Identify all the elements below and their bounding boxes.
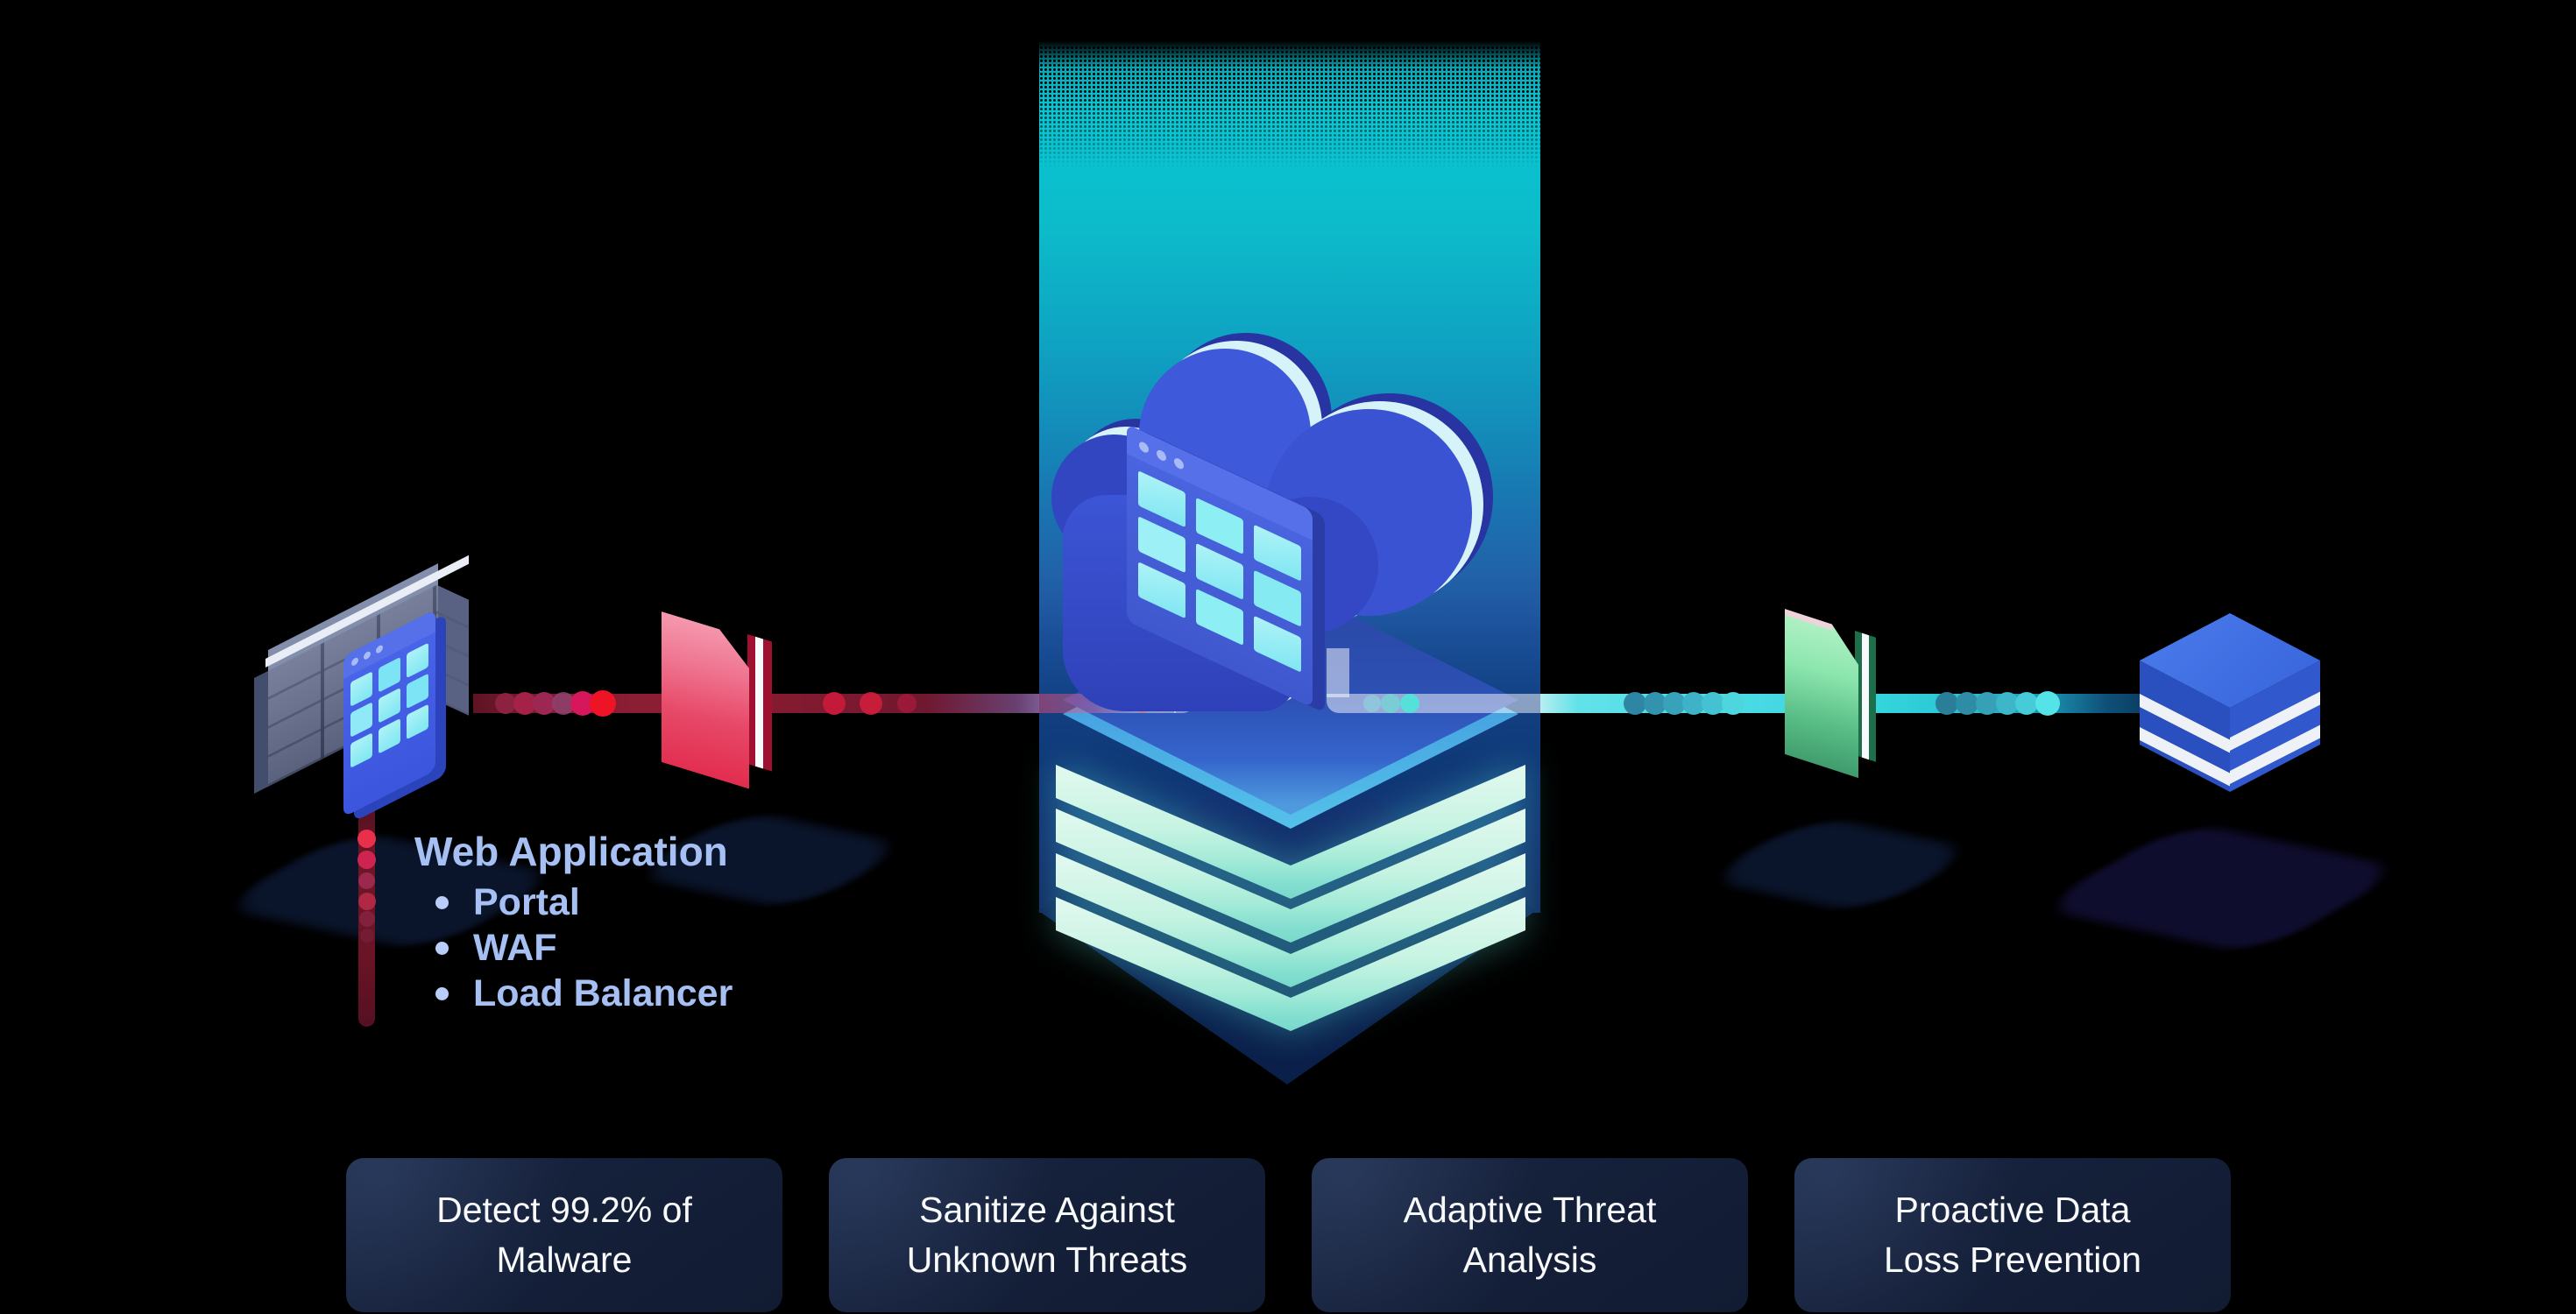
card-detect-malware: Detect 99.2% of Malware (346, 1158, 782, 1312)
card-adaptive-analysis: Adaptive Threat Analysis (1312, 1158, 1748, 1312)
window-dot-icon (351, 656, 358, 668)
layer-stack-icon (1056, 753, 1525, 1069)
clean-dot (1996, 692, 2019, 715)
storage-shadow (2035, 821, 2408, 956)
annotation-title: Web Application (414, 829, 728, 874)
card-line: Proactive Data (1894, 1190, 2131, 1230)
clean-dot (1702, 692, 1724, 715)
card-line: Detect 99.2% of (436, 1190, 692, 1230)
card-data-loss-prevention: Proactive Data Loss Prevention (1794, 1158, 2231, 1312)
annotation-item: Portal (414, 881, 732, 923)
threat-dot (358, 872, 375, 889)
file-stripe (1862, 632, 1869, 760)
file-top-edge (1785, 609, 1832, 630)
feature-cards: Detect 99.2% of Malware Sanitize Against… (346, 1158, 2231, 1312)
clean-dot (2035, 691, 2060, 716)
threat-dot (495, 693, 516, 714)
firewall-side (254, 670, 269, 794)
card-line: Loss Prevention (1883, 1240, 2141, 1280)
threat-dot (533, 692, 556, 715)
clean-path-outbound (1327, 694, 1540, 713)
card-sanitize-threats: Sanitize Against Unknown Threats (829, 1158, 1265, 1312)
bullet-icon (435, 941, 449, 955)
clean-dot (2015, 692, 2038, 715)
file-stripe (755, 636, 763, 769)
annotation-item: WAF (414, 927, 732, 969)
threat-dot (357, 851, 376, 869)
clean-dot (1644, 692, 1667, 715)
card-line: Malware (496, 1240, 633, 1280)
card-line: Unknown Threats (906, 1240, 1188, 1280)
clean-dot (1682, 692, 1705, 715)
annotation-item: Load Balancer (414, 972, 732, 1014)
card-line: Adaptive Threat (1403, 1190, 1657, 1230)
clean-dot (1956, 692, 1978, 715)
threat-dot (513, 692, 536, 715)
bullet-icon (435, 895, 449, 909)
malicious-file-side (747, 634, 772, 772)
clean-file-icon (1785, 609, 1858, 778)
clean-dot (1381, 694, 1400, 713)
annotation-block: Web Application Portal WAF Load Balancer (414, 829, 732, 1014)
clean-dot (1722, 692, 1744, 715)
annotation-item-label: Load Balancer (473, 971, 733, 1014)
threat-dot (360, 929, 374, 943)
window-dot-icon (1139, 440, 1149, 455)
window-dot-icon (1174, 456, 1184, 470)
clean-dot (1624, 692, 1646, 715)
threat-dot (359, 911, 375, 927)
clean-dot (1936, 692, 1958, 715)
window-dot-icon (376, 644, 383, 655)
threat-dot (358, 893, 376, 910)
clean-file-shadow (1701, 815, 1980, 915)
threat-dot (897, 694, 916, 713)
clean-dot (1400, 694, 1419, 713)
window-dot-icon (364, 650, 371, 661)
threat-dot (860, 692, 882, 715)
threat-dot (823, 692, 846, 715)
annotation-item-label: WAF (473, 926, 557, 969)
card-line: Analysis (1462, 1240, 1597, 1280)
threat-dot (590, 690, 616, 717)
malicious-file-icon (662, 611, 749, 789)
clean-path-down (1327, 648, 1349, 697)
annotation-item-label: Portal (473, 880, 580, 923)
beam-fade-texture (1039, 46, 1540, 168)
clean-dot (1363, 695, 1381, 712)
bullet-icon (435, 986, 449, 1000)
clean-dot (1663, 692, 1686, 715)
card-line: Sanitize Against (919, 1190, 1175, 1230)
threat-dot (357, 830, 376, 848)
window-dot-icon (1157, 448, 1166, 463)
clean-dot (1976, 692, 1999, 715)
